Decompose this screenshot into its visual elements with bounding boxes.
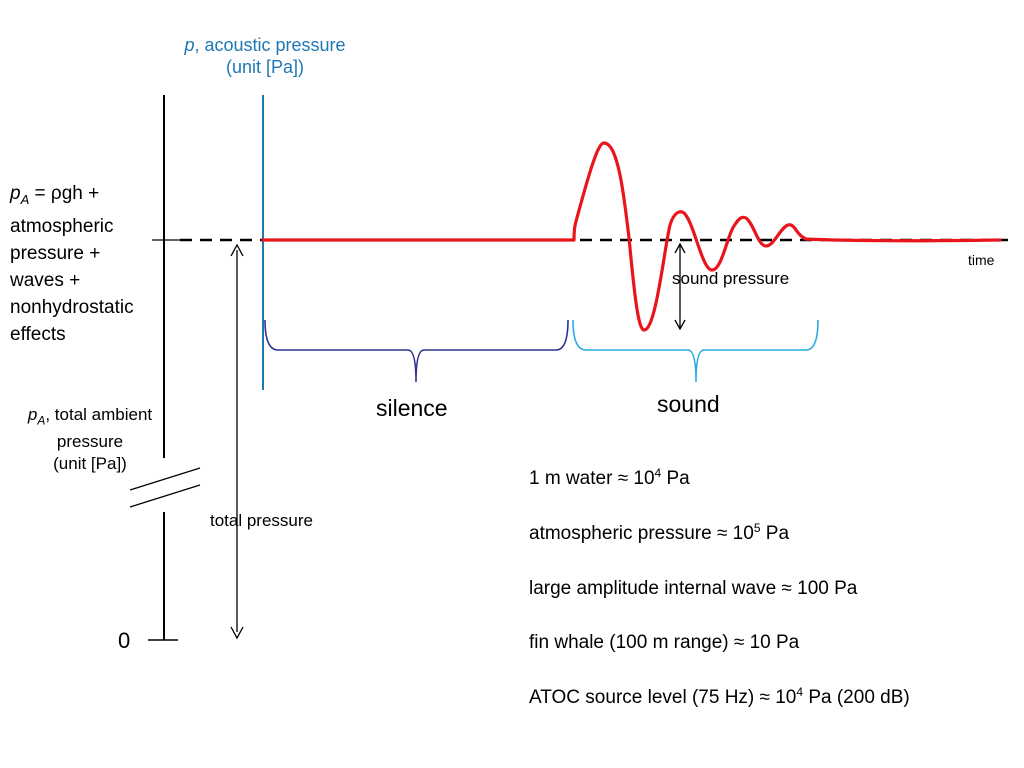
sound-label: sound: [657, 391, 720, 417]
fact-water-exponent: 4: [654, 466, 662, 480]
fact-atmospheric-unit: Pa: [760, 523, 790, 544]
total-pressure-arrowhead-bottom: [230, 626, 244, 640]
fact-water-text: 1 m water ≈ 10: [529, 468, 655, 489]
total-ambient-pressure-label: pA, total ambient pressure (unit [Pa]): [10, 404, 170, 475]
fact-atmospheric: atmospheric pressure ≈ 105 Pa: [529, 521, 790, 545]
fact-atoc-exponent: 4: [796, 685, 804, 699]
fact-water-unit: Pa: [661, 468, 690, 489]
fact-atoc-unit: Pa (200 dB): [803, 687, 910, 708]
ambient-def-line-2: pressure +: [10, 242, 101, 264]
acoustic-pressure-label: p, acoustic pressure (unit [Pa]): [150, 34, 380, 78]
axis-break-mark-1: [129, 467, 201, 491]
ambient-def-line-4: nonhydrostatic: [10, 296, 134, 318]
total-pressure-arrowhead-top: [230, 243, 244, 257]
fact-atoc: ATOC source level (75 Hz) ≈ 104 Pa (200 …: [529, 685, 910, 709]
acoustic-pressure-text: , acoustic pressure: [194, 35, 346, 55]
ambient-def-line-3: waves +: [10, 269, 81, 291]
total-ambient-symbol: p: [27, 405, 38, 424]
axis-break-mark-2: [129, 484, 201, 508]
sound-pressure-label: sound pressure: [672, 269, 790, 288]
silence-brace: [264, 319, 569, 383]
fact-atmospheric-exponent: 5: [753, 521, 761, 535]
fact-atmospheric-text: atmospheric pressure ≈ 10: [529, 523, 754, 544]
sound-pressure-arrowhead-top: [674, 242, 686, 254]
total-ambient-text: , total ambient: [45, 405, 153, 424]
ambient-def-line-0: = ρgh +: [29, 183, 100, 204]
sound-pressure-arrowhead-bottom: [674, 319, 686, 331]
total-ambient-line2: pressure: [56, 432, 124, 452]
fact-water: 1 m water ≈ 104 Pa: [529, 466, 690, 490]
total-pressure-label: total pressure: [210, 511, 313, 530]
acoustic-pressure-unit: (unit [Pa]): [225, 57, 305, 77]
pressure-signal-waveform: [261, 141, 1002, 332]
zero-label: 0: [118, 628, 131, 653]
total-ambient-unit: (unit [Pa]): [53, 454, 127, 474]
acoustic-pressure-symbol: p: [184, 35, 195, 55]
time-axis-label: time: [968, 252, 995, 268]
ambient-symbol: p: [10, 183, 21, 204]
ambient-def-line-5: effects: [10, 323, 66, 345]
fact-fin-whale-text: fin whale (100 m range) ≈ 10 Pa: [529, 632, 800, 653]
ambient-def-line-1: atmospheric: [10, 215, 114, 237]
fact-fin-whale: fin whale (100 m range) ≈ 10 Pa: [529, 632, 799, 654]
fact-internal-wave-text: large amplitude internal wave ≈ 100 Pa: [529, 578, 858, 599]
fact-atoc-text: ATOC source level (75 Hz) ≈ 10: [529, 687, 797, 708]
total-ambient-subscript: A: [37, 413, 46, 428]
sound-brace: [572, 319, 819, 383]
ambient-subscript: A: [20, 191, 30, 207]
fact-internal-wave: large amplitude internal wave ≈ 100 Pa: [529, 578, 857, 600]
silence-label: silence: [376, 395, 448, 421]
ambient-pressure-definition: pA = ρgh + atmospheric pressure + waves …: [10, 180, 134, 348]
